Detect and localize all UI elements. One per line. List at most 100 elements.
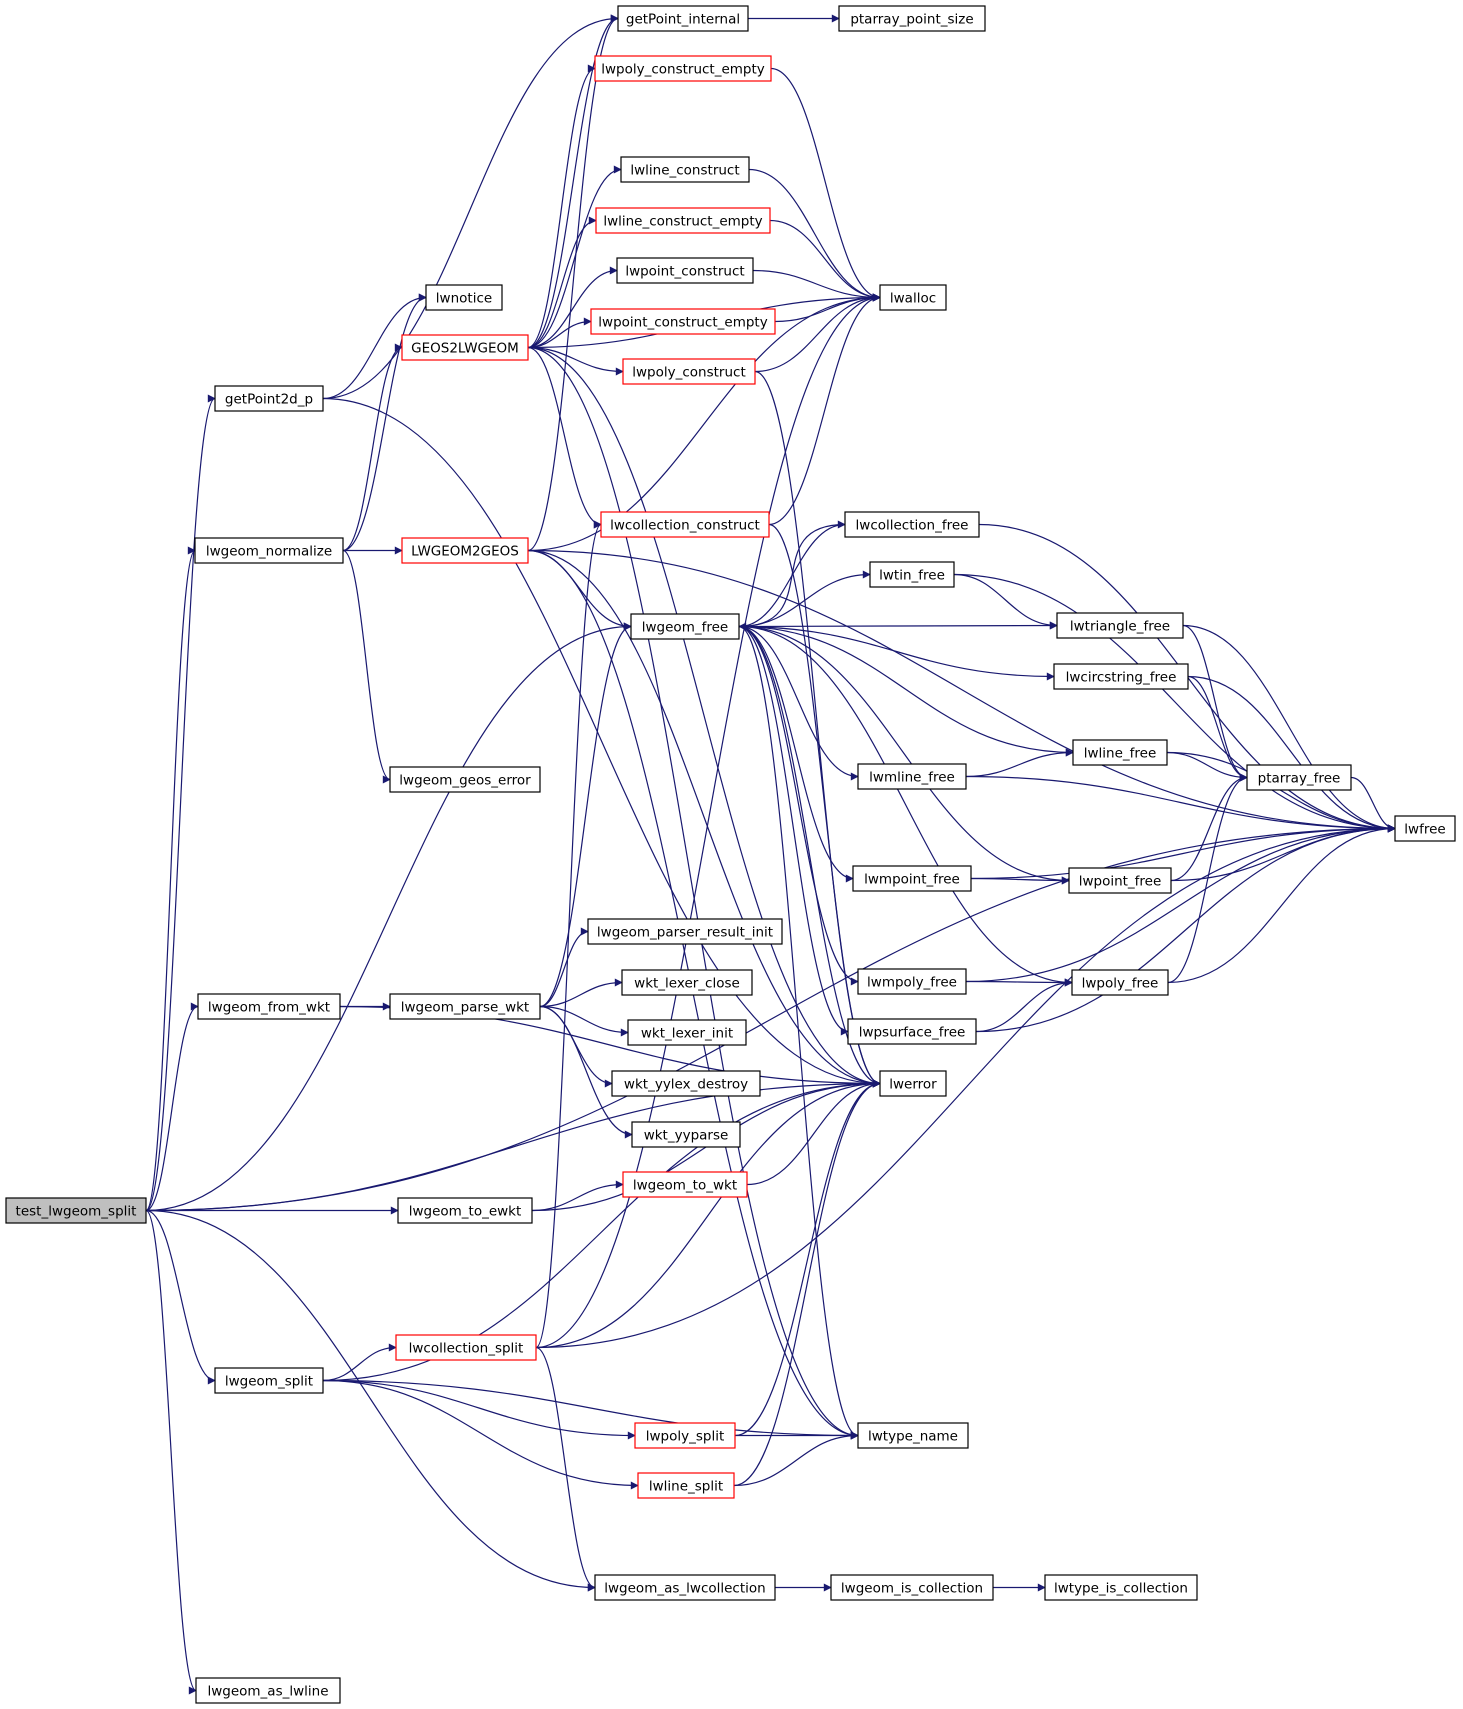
edge-lwline_construct_empty-to-lwalloc <box>769 219 881 302</box>
node-box <box>879 1070 947 1097</box>
node-lwalloc[interactable]: lwalloc <box>879 284 947 311</box>
edge-lwpoint_construct-to-lwalloc <box>752 269 881 302</box>
node-lwfree[interactable]: lwfree <box>1394 815 1456 842</box>
node-label: lwline_split <box>649 1479 723 1495</box>
edge-test_lwgeom_split-to-lwfree <box>145 824 1396 1212</box>
node-lwpoly-free[interactable]: lwpoly_free <box>1071 969 1169 996</box>
node-box <box>621 969 753 996</box>
node-lwpoint-construct-empty[interactable]: lwpoint_construct_empty <box>590 308 776 335</box>
edge-lwgeom_free-to-lwtriangle_free <box>738 621 1058 630</box>
node-lwtriangle-free[interactable]: lwtriangle_free <box>1056 612 1184 639</box>
node-box <box>857 1422 969 1449</box>
node-box <box>397 1197 533 1224</box>
edge-lwpoint_construct_empty-to-lwalloc <box>774 293 881 323</box>
node-lwgeom-is-collection[interactable]: lwgeom_is_collection <box>830 1574 994 1601</box>
node-box <box>852 865 972 892</box>
node-lwgeom2geos[interactable]: LWGEOM2GEOS <box>401 537 529 564</box>
call-arrow <box>535 1346 596 1592</box>
node-geos2lwgeom[interactable]: GEOS2LWGEOM <box>401 334 529 361</box>
node-lwmline-free[interactable]: lwmline_free <box>857 763 967 790</box>
node-lwgeom-to-ewkt[interactable]: lwgeom_to_ewkt <box>397 1197 533 1224</box>
node-box <box>1056 612 1184 639</box>
node-box <box>617 5 749 32</box>
node-lwpoly-construct-empty[interactable]: lwpoly_construct_empty <box>594 55 772 82</box>
node-lwcollection-split[interactable]: lwcollection_split <box>395 1334 537 1361</box>
node-lwline-construct[interactable]: lwline_construct <box>620 156 750 183</box>
node-lwtype-name[interactable]: lwtype_name <box>857 1422 969 1449</box>
node-wkt-lexer-close[interactable]: wkt_lexer_close <box>621 969 753 996</box>
edge-GEOS2LWGEOM-to-lwpoly_construct_empty <box>527 64 596 349</box>
node-lwcollection-free[interactable]: lwcollection_free <box>844 511 980 538</box>
node-lwpoly-split[interactable]: lwpoly_split <box>634 1422 736 1449</box>
node-lwline-split[interactable]: lwline_split <box>637 1472 735 1499</box>
edge-GEOS2LWGEOM-to-lwtype_name <box>527 346 859 1440</box>
node-lwerror[interactable]: lwerror <box>879 1070 947 1097</box>
node-lwmpoly-free[interactable]: lwmpoly_free <box>857 968 967 995</box>
node-label: lwgeom_split <box>225 1374 313 1390</box>
node-ptarray-free[interactable]: ptarray_free <box>1246 764 1352 791</box>
node-lwtin-free[interactable]: lwtin_free <box>869 561 955 588</box>
node-wkt-yylex-destroy[interactable]: wkt_yylex_destroy <box>611 1070 761 1097</box>
node-lwgeom-geos-error[interactable]: lwgeom_geos_error <box>389 766 541 793</box>
node-lwpoint-free[interactable]: lwpoint_free <box>1068 867 1172 894</box>
node-box <box>1044 1574 1198 1601</box>
node-lwgeom-parse-wkt[interactable]: lwgeom_parse_wkt <box>389 993 541 1020</box>
node-lwcircstring-free[interactable]: lwcircstring_free <box>1053 663 1189 690</box>
node-label: lwgeom_free <box>642 620 728 636</box>
node-lwgeom-as-lwline[interactable]: lwgeom_as_lwline <box>195 1677 341 1704</box>
edge-lwpoint_free-to-ptarray_free <box>1170 773 1248 882</box>
node-lwline-construct-empty[interactable]: lwline_construct_empty <box>595 207 771 234</box>
call-arrow <box>769 219 881 302</box>
node-box <box>389 766 541 793</box>
edge-lwgeom_to_ewkt-to-lwgeom_to_wkt <box>531 1180 624 1212</box>
node-lwgeom-as-lwcollection[interactable]: lwgeom_as_lwcollection <box>594 1574 776 1601</box>
node-label: lwcollection_construct <box>610 518 760 534</box>
node-lwnotice[interactable]: lwnotice <box>425 284 503 311</box>
node-getpoint-internal[interactable]: getPoint_internal <box>617 5 749 32</box>
node-lwgeom-free[interactable]: lwgeom_free <box>630 613 740 640</box>
call-arrow <box>322 1379 636 1440</box>
node-lwgeom-split[interactable]: lwgeom_split <box>214 1367 324 1394</box>
call-arrow <box>738 625 854 883</box>
call-arrow <box>965 775 1396 833</box>
edges-layer <box>145 14 1396 1695</box>
node-label: lwtype_is_collection <box>1054 1581 1188 1597</box>
node-lwgeom-to-wkt[interactable]: lwgeom_to_wkt <box>622 1171 748 1198</box>
edge-lwgeom_normalize-to-lwgeom_geos_error <box>342 549 391 784</box>
node-lwcollection-construct[interactable]: lwcollection_construct <box>600 511 770 538</box>
node-label: lwgeom_to_ewkt <box>409 1204 522 1220</box>
node-lwpoint-construct[interactable]: lwpoint_construct <box>616 257 754 284</box>
call-arrow <box>770 67 881 302</box>
node-box <box>389 993 541 1020</box>
node-box <box>425 284 503 311</box>
node-lwmpoint-free[interactable]: lwmpoint_free <box>852 865 972 892</box>
edge-lwgeom_free-to-lwmpoint_free <box>738 625 854 883</box>
node-ptarray-point-size[interactable]: ptarray_point_size <box>838 5 986 32</box>
node-wkt-yyparse[interactable]: wkt_yyparse <box>631 1121 741 1148</box>
edge-lwgeom_free-to-lwmpoly_free <box>738 625 859 986</box>
edge-lwtriangle_free-to-ptarray_free <box>1182 624 1248 782</box>
call-arrow <box>1187 675 1396 833</box>
node-lwpoly-construct[interactable]: lwpoly_construct <box>622 358 756 385</box>
call-arrow <box>527 64 596 349</box>
edge-lwmline_free-to-lwfree <box>965 775 1396 833</box>
edge-lwline_construct-to-lwalloc <box>748 168 881 302</box>
node-lwtype-is-collection[interactable]: lwtype_is_collection <box>1044 1574 1198 1601</box>
call-arrow <box>738 625 859 986</box>
node-label: lwgeom_as_lwcollection <box>604 1581 765 1597</box>
node-lwgeom-from-wkt[interactable]: lwgeom_from_wkt <box>197 993 341 1020</box>
node-box <box>611 1070 761 1097</box>
call-arrow <box>953 573 1396 833</box>
call-arrow <box>527 266 618 349</box>
node-lwgeom-normalize[interactable]: lwgeom_normalize <box>194 537 344 564</box>
call-arrow <box>145 1209 596 1592</box>
node-getpoint2d-p[interactable]: getPoint2d_p <box>214 385 324 412</box>
node-lwpsurface-free[interactable]: lwpsurface_free <box>847 1018 977 1045</box>
edge-lwpoly_construct_empty-to-lwalloc <box>770 67 881 302</box>
node-wkt-lexer-init[interactable]: wkt_lexer_init <box>627 1019 747 1046</box>
node-lwgeom-parser-result-init[interactable]: lwgeom_parser_result_init <box>587 918 783 945</box>
call-arrow <box>527 165 622 349</box>
call-arrow <box>738 625 1070 885</box>
edge-lwgeom_free-to-lwtin_free <box>738 570 871 628</box>
node-lwline-free[interactable]: lwline_free <box>1072 739 1168 766</box>
